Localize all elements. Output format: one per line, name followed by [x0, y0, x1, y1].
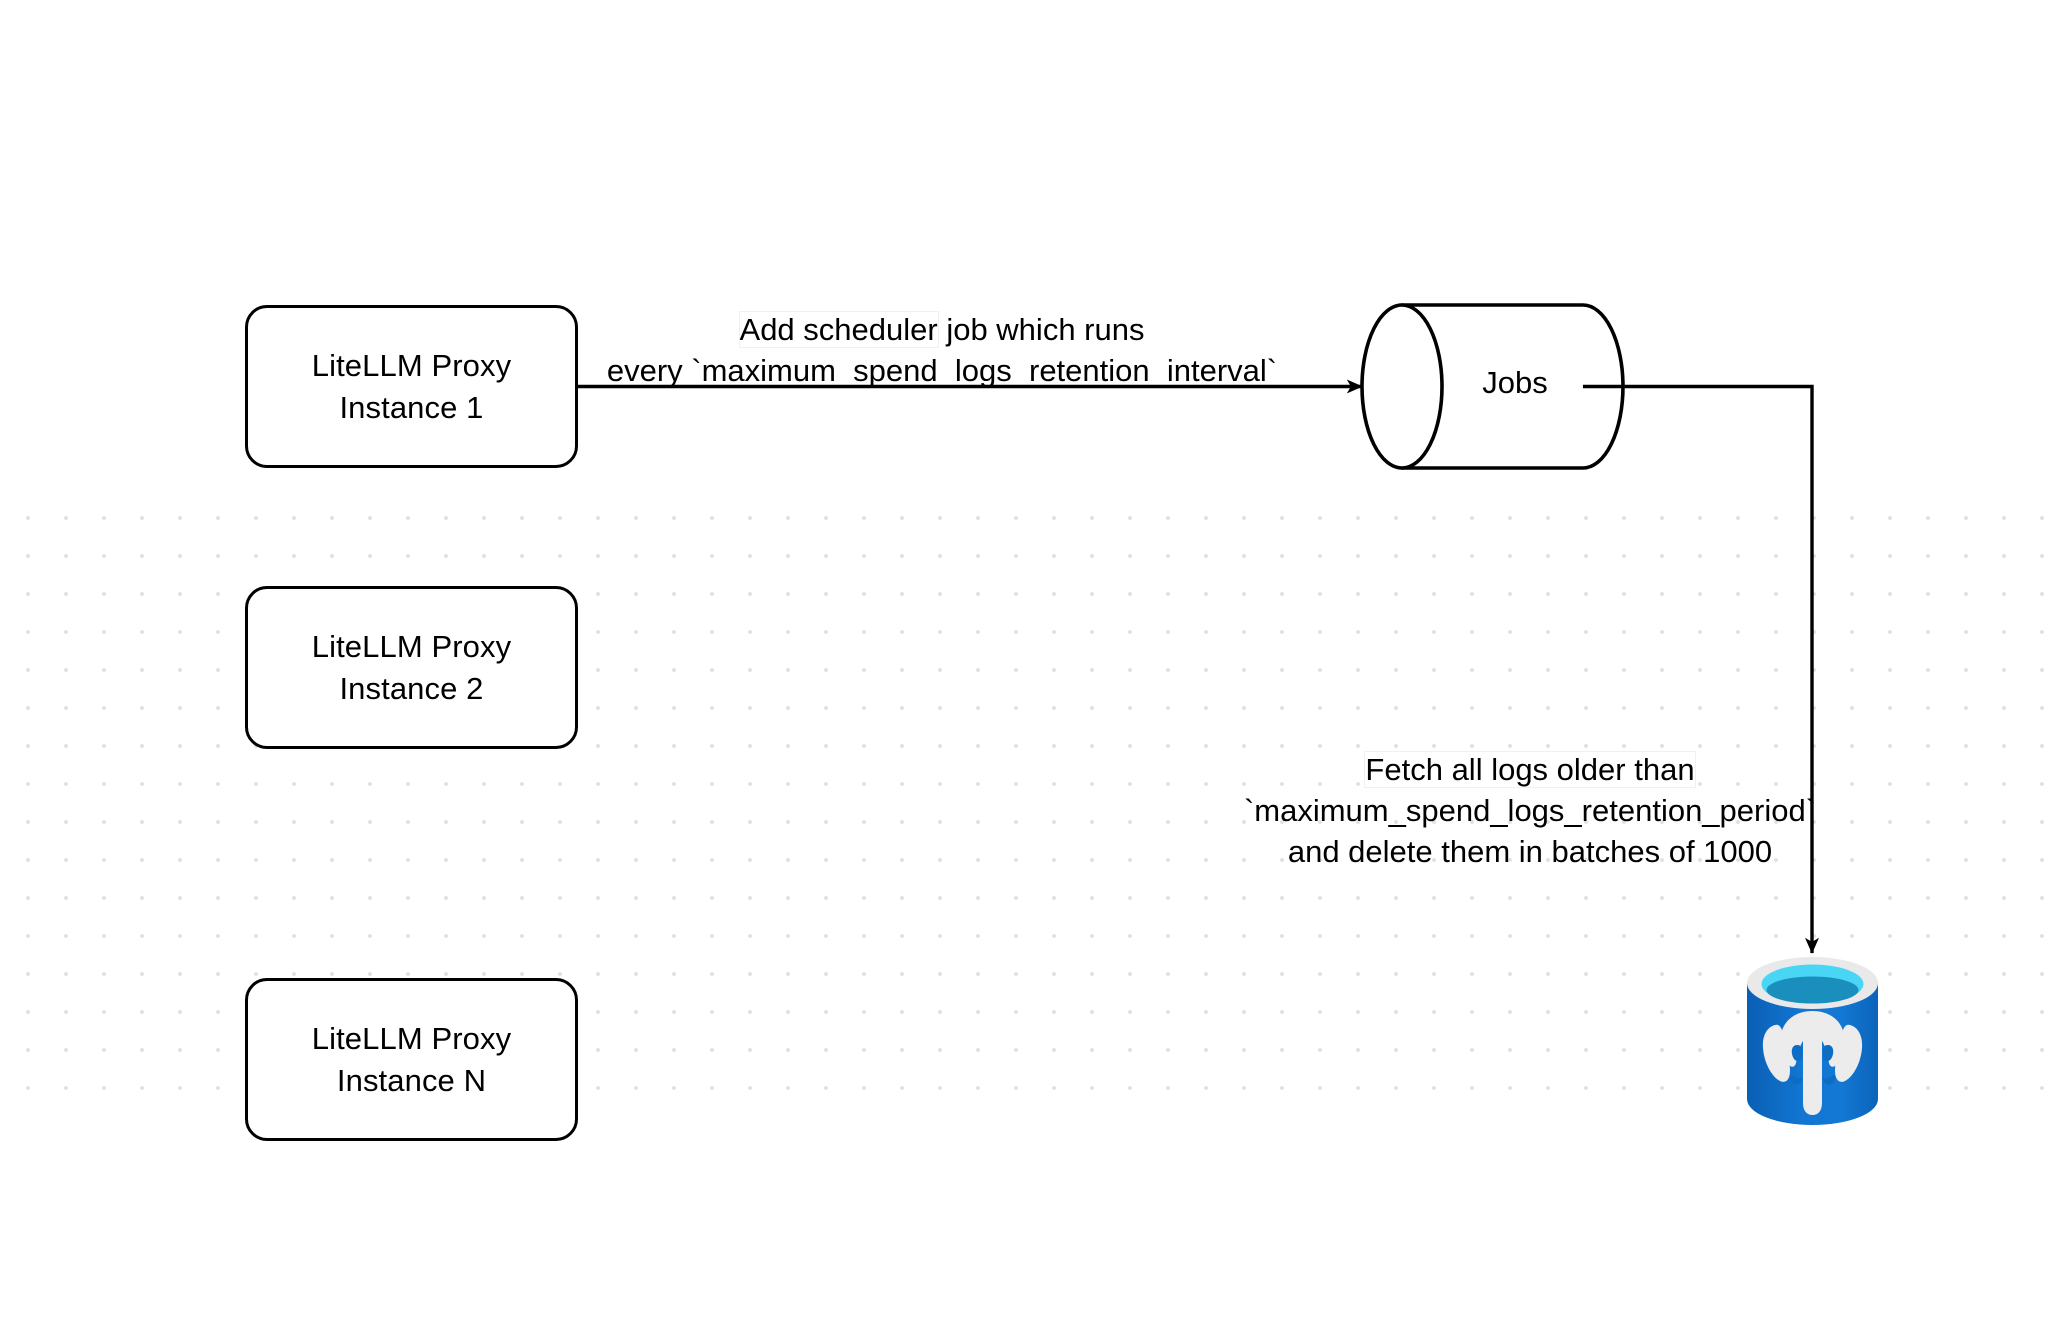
edge-label-fetch-line1-highlight: Fetch all logs older than	[1364, 751, 1696, 788]
postgres-elephant-glyph	[1762, 1011, 1863, 1115]
edge-label-scheduler-line2: every `maximum_spend_logs_retention_inte…	[606, 353, 1278, 388]
node-litellm-proxy-instance-2[interactable]: LiteLLM Proxy Instance 2	[245, 586, 578, 749]
edge-label-scheduler-line1: Add scheduler job which runs	[592, 309, 1292, 350]
node-litellm-proxy-instance-n[interactable]: LiteLLM Proxy Instance N	[245, 978, 578, 1141]
node-label-line2: Instance N	[336, 1062, 487, 1098]
node-label-line2: Instance 2	[339, 670, 484, 706]
edge-label-fetch-line3: and delete them in batches of 1000	[1287, 834, 1773, 869]
node-litellm-proxy-instance-1[interactable]: LiteLLM Proxy Instance 1	[245, 305, 578, 468]
node-label-line1: LiteLLM Proxy	[311, 347, 512, 383]
edge-label-scheduler-line1-rest: job which runs	[937, 312, 1145, 347]
edge-label-fetch-line2: `maximum_spend_logs_retention_period`	[1243, 793, 1817, 828]
node-jobs-label: Jobs	[1482, 365, 1548, 400]
edge-label-scheduler-line1-highlight: Add scheduler	[738, 311, 939, 348]
postgres-database-icon	[1745, 953, 1880, 1131]
node-label-line1: LiteLLM Proxy	[311, 628, 512, 664]
edge-label-scheduler: Add scheduler job which runs every `maxi…	[592, 309, 1292, 391]
node-label-line2: Instance 1	[339, 389, 484, 425]
edge-fetch-line	[1583, 384, 1819, 954]
node-label-line1: LiteLLM Proxy	[311, 1020, 512, 1056]
edge-label-fetch: Fetch all logs older than `maximum_spend…	[1230, 749, 1830, 872]
edge-label-fetch-line1: Fetch all logs older than	[1230, 749, 1830, 790]
